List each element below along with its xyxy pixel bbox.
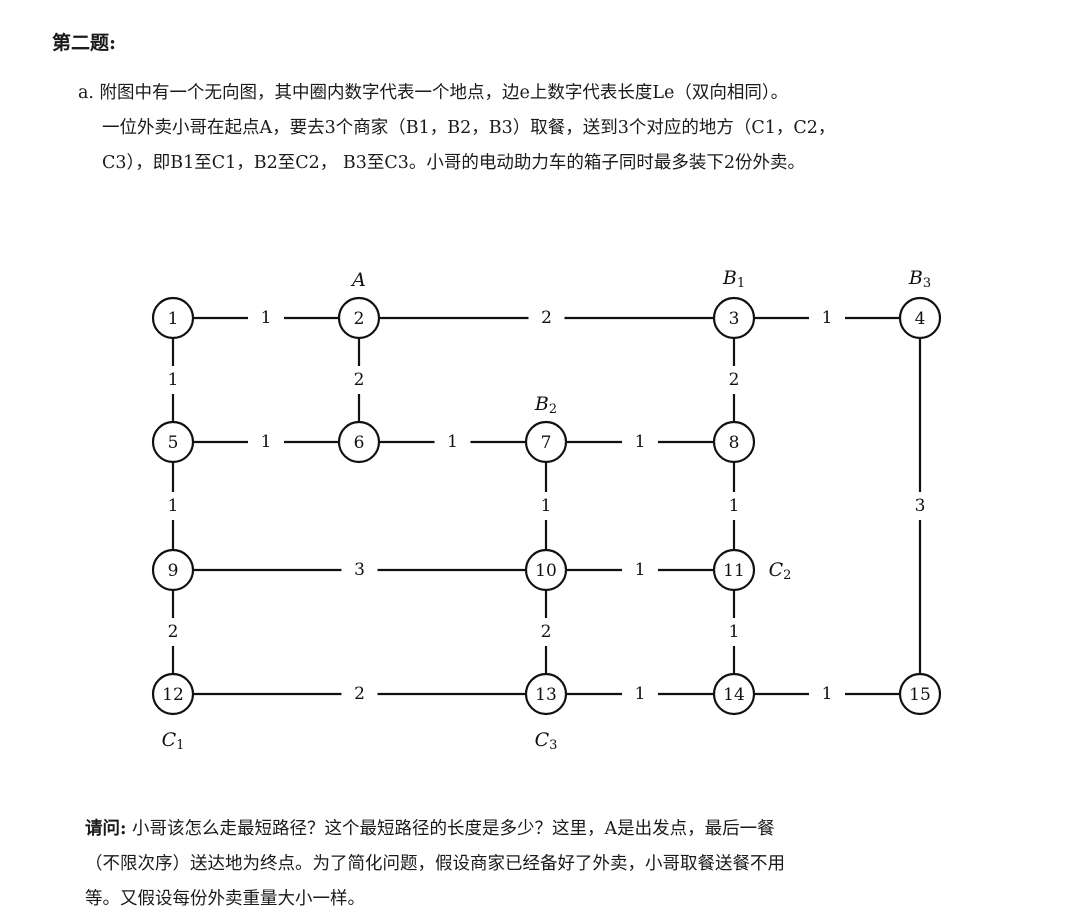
- node-6-circle: [337, 420, 381, 464]
- node-1-circle: [151, 296, 195, 340]
- role-subscript: 2: [549, 402, 557, 417]
- node-10-label: 10: [535, 561, 557, 581]
- description-line-3: C3），即B1至C1，B2至C2， B3至C3。小哥的电动助力车的箱子同时最多装…: [102, 153, 806, 173]
- edge-8-11-length-label: 1: [729, 496, 740, 516]
- role-letter: C: [162, 729, 177, 751]
- edge-7-10-length-label: 1: [541, 496, 552, 516]
- node-6-label: 6: [354, 433, 365, 453]
- edge-2-3-length-label: 2: [541, 308, 552, 328]
- node-15-label: 15: [909, 685, 931, 705]
- edge-2-6-length-label: 2: [354, 370, 365, 390]
- node-4-circle: [898, 296, 942, 340]
- node-15-circle: [898, 672, 942, 716]
- question-line-3: 等。又假设每份外卖重量大小一样。: [85, 889, 365, 909]
- node-8-circle: [712, 420, 756, 464]
- node-2-circle: [337, 296, 381, 340]
- node-10-circle: [524, 548, 568, 592]
- role-label-b1: B1: [722, 267, 745, 291]
- node-13-label: 13: [535, 685, 557, 705]
- role-subscript: 2: [783, 568, 791, 583]
- question-label: 请问:: [85, 819, 127, 839]
- node-9-label: 9: [168, 561, 179, 581]
- node-4-label: 4: [915, 309, 926, 329]
- role-label-b2: B2: [534, 393, 557, 417]
- role-subscript: 1: [176, 738, 184, 753]
- node-14-circle: [712, 672, 756, 716]
- role-letter: C: [535, 729, 550, 751]
- role-subscript: 3: [923, 276, 931, 291]
- node-7-label: 7: [541, 433, 552, 453]
- edge-6-7-length-label: 1: [447, 432, 458, 452]
- edge-3-8-length-label: 2: [729, 370, 740, 390]
- edge-4-15-length-label: 3: [915, 496, 926, 516]
- node-11-label: 11: [723, 561, 745, 581]
- question-block: 请问: 小哥该怎么走最短路径？这个最短路径的长度是多少？这里，A是出发点，最后一…: [85, 812, 1015, 917]
- edge-13-14-length-label: 1: [635, 684, 646, 704]
- node-3-label: 3: [729, 309, 740, 329]
- edge-10-13-length-label: 2: [541, 622, 552, 642]
- role-subscript: 1: [737, 276, 745, 291]
- node-1-label: 1: [168, 309, 179, 329]
- node-8-label: 8: [729, 433, 740, 453]
- node-3-circle: [712, 296, 756, 340]
- question-text-1: 小哥该怎么走最短路径？这个最短路径的长度是多少？这里，A是出发点，最后一餐: [132, 819, 775, 839]
- edge-1-5-length-label: 1: [168, 370, 179, 390]
- node-11-circle: [712, 548, 756, 592]
- node-14-label: 14: [723, 685, 745, 705]
- role-label-b3: B3: [908, 267, 931, 291]
- role-letter: B: [722, 267, 737, 289]
- node-7-circle: [524, 420, 568, 464]
- role-label-c2: C2: [769, 559, 792, 583]
- node-12-label: 12: [162, 685, 184, 705]
- problem-heading: 第二题:: [52, 32, 117, 54]
- edge-14-15-length-label: 1: [822, 684, 833, 704]
- role-label-c1: C1: [162, 729, 185, 753]
- description-line-2: 一位外卖小哥在起点A，要去3个商家（B1，B2，B3）取餐，送到3个对应的地方（…: [102, 118, 836, 138]
- role-label-c3: C3: [535, 729, 558, 753]
- edge-5-9-length-label: 1: [168, 496, 179, 516]
- node-9-circle: [151, 548, 195, 592]
- edge-9-12-length-label: 2: [168, 622, 179, 642]
- role-letter: B: [534, 393, 549, 415]
- problem-description: a. 附图中有一个无向图，其中圈内数字代表一个地点，边e上数字代表长度Le（双向…: [78, 76, 958, 181]
- node-13-circle: [524, 672, 568, 716]
- question-line-2: （不限次序）送达地为终点。为了简化问题，假设商家已经备好了外卖，小哥取餐送餐不用: [85, 854, 785, 874]
- edge-1-2-length-label: 1: [261, 308, 272, 328]
- description-line-1: a. 附图中有一个无向图，其中圈内数字代表一个地点，边e上数字代表长度Le（双向…: [78, 83, 789, 103]
- edge-3-4-length-label: 1: [822, 308, 833, 328]
- question-line-1: 请问: 小哥该怎么走最短路径？这个最短路径的长度是多少？这里，A是出发点，最后一…: [85, 812, 1015, 847]
- node-2-label: 2: [354, 309, 365, 329]
- role-letter: B: [908, 267, 923, 289]
- node-5-label: 5: [168, 433, 179, 453]
- node-12-circle: [151, 672, 195, 716]
- edge-9-10-length-label: 3: [354, 560, 365, 580]
- edge-11-14-length-label: 1: [729, 622, 740, 642]
- edge-5-6-length-label: 1: [261, 432, 272, 452]
- role-letter: C: [769, 559, 784, 581]
- node-5-circle: [151, 420, 195, 464]
- role-subscript: 3: [549, 738, 557, 753]
- role-label-a: A: [350, 269, 366, 291]
- role-letter: A: [350, 269, 366, 291]
- edge-7-8-length-label: 1: [635, 432, 646, 452]
- edge-10-11-length-label: 1: [635, 560, 646, 580]
- edge-12-13-length-label: 2: [354, 684, 365, 704]
